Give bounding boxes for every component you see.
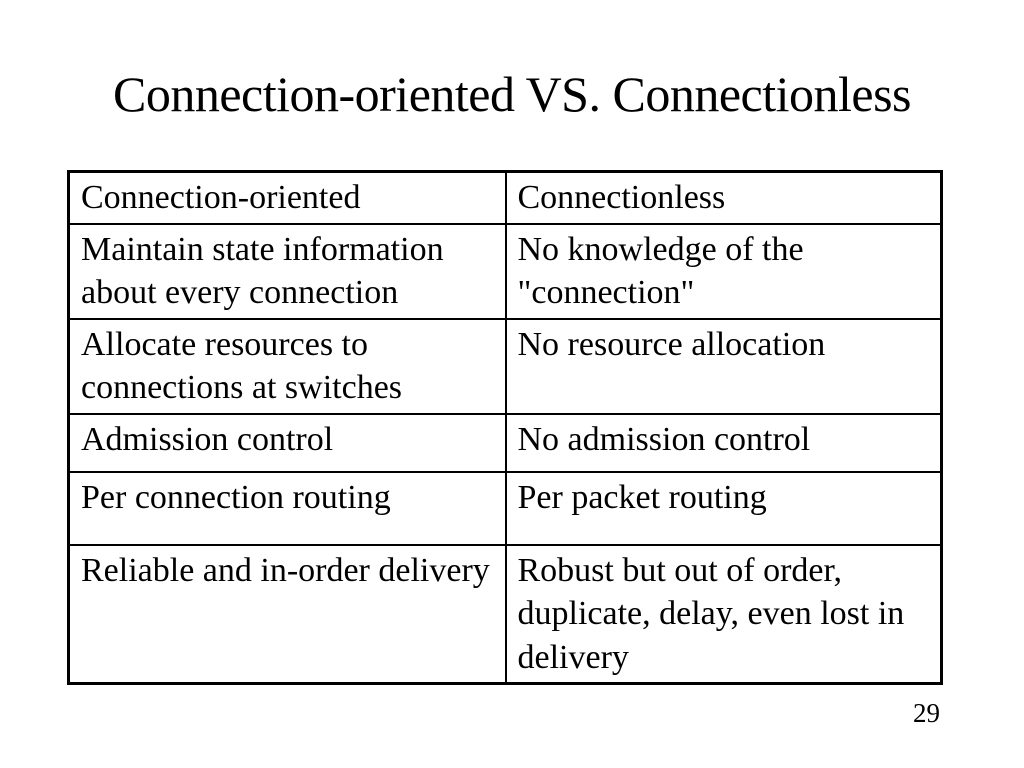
- table-cell: No admission control: [504, 412, 943, 473]
- table-cell: Admission control: [67, 412, 507, 473]
- header-cell-connectionless: Connectionless: [504, 169, 943, 225]
- page-number: 29: [913, 698, 940, 728]
- table-cell: Maintain state information about every c…: [67, 222, 507, 320]
- table-row: Maintain state information about every c…: [67, 222, 943, 320]
- table-cell: Reliable and in-order delivery: [67, 543, 507, 686]
- table-row: Reliable and in-order delivery Robust bu…: [67, 543, 943, 686]
- table-cell: No resource allocation: [504, 317, 943, 415]
- table-cell: Per connection routing: [67, 470, 507, 546]
- table-row: Admission control No admission control: [67, 412, 943, 473]
- header-cell-connection-oriented: Connection-oriented: [67, 169, 507, 225]
- table-cell: Per packet routing: [504, 470, 943, 546]
- table-cell: No knowledge of the "connection": [504, 222, 943, 320]
- comparison-table: Connection-oriented Connectionless Maint…: [67, 169, 943, 686]
- table-cell: Robust but out of order, duplicate, dela…: [504, 543, 943, 686]
- table-header-row: Connection-oriented Connectionless: [67, 169, 943, 225]
- table-cell: Allocate resources to connections at swi…: [67, 317, 507, 415]
- table-row: Allocate resources to connections at swi…: [67, 317, 943, 415]
- table-row: Per connection routing Per packet routin…: [67, 470, 943, 546]
- slide-title: Connection-oriented VS. Connectionless: [112, 66, 912, 122]
